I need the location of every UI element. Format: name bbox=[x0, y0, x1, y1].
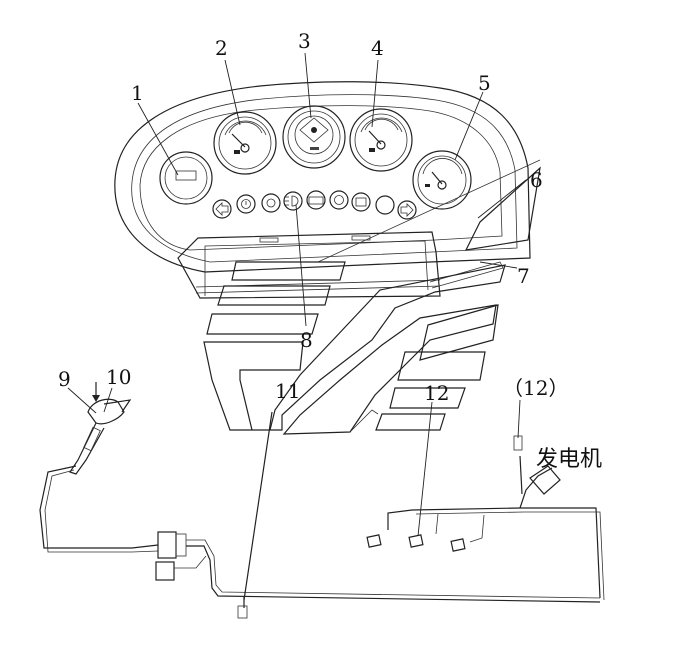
callout-7: 7 bbox=[517, 264, 530, 288]
gauge-1-digital-display bbox=[159, 151, 213, 205]
gauge-5-fuel-level bbox=[412, 150, 472, 210]
panel-inner-shell bbox=[131, 94, 518, 263]
callout-12-parenthesized: （12） bbox=[503, 376, 568, 400]
preheat-indicator-icon bbox=[261, 193, 281, 213]
callout-labels: 1 2 3 4 5 6 7 8 9 10 11 12 （12） 发电机 bbox=[58, 29, 602, 472]
gauge-4-oil-pressure bbox=[349, 108, 413, 172]
callout-6: 6 bbox=[530, 168, 543, 192]
instrument-panel bbox=[114, 81, 531, 273]
panel-outer-shell bbox=[114, 81, 531, 273]
wiring-harness bbox=[39, 411, 605, 619]
gauge-2-temperature bbox=[213, 111, 277, 175]
callout-9: 9 bbox=[58, 367, 71, 391]
gauge-3-speedometer bbox=[282, 105, 346, 169]
high-beam-indicator-icon bbox=[283, 191, 303, 211]
light-switch-lever bbox=[69, 382, 132, 475]
battery-charge-indicator-icon bbox=[306, 190, 326, 210]
turn-left-indicator-icon bbox=[212, 199, 232, 219]
callout-4: 4 bbox=[371, 36, 384, 60]
indicator-lamp-row bbox=[212, 190, 417, 220]
panel-face bbox=[139, 105, 503, 251]
callout-10: 10 bbox=[106, 365, 131, 389]
callout-12: 12 bbox=[424, 381, 449, 405]
callout-8: 8 bbox=[300, 328, 313, 352]
panel-lower-bracket bbox=[177, 231, 504, 299]
callout-leaders bbox=[67, 52, 527, 537]
callout-5: 5 bbox=[478, 71, 491, 95]
generator-label: 发电机 bbox=[536, 447, 602, 472]
blank-indicator-icon bbox=[375, 195, 395, 215]
callout-2: 2 bbox=[215, 36, 228, 60]
oil-pressure-indicator-icon bbox=[351, 192, 371, 212]
parking-brake-indicator-icon bbox=[329, 190, 349, 210]
turn-right-indicator-icon bbox=[397, 200, 417, 220]
exploded-panel-sheets bbox=[203, 159, 541, 435]
callout-3: 3 bbox=[298, 29, 311, 53]
callout-11: 11 bbox=[275, 379, 300, 403]
callout-1: 1 bbox=[131, 81, 144, 105]
brake-warning-icon bbox=[236, 194, 256, 214]
